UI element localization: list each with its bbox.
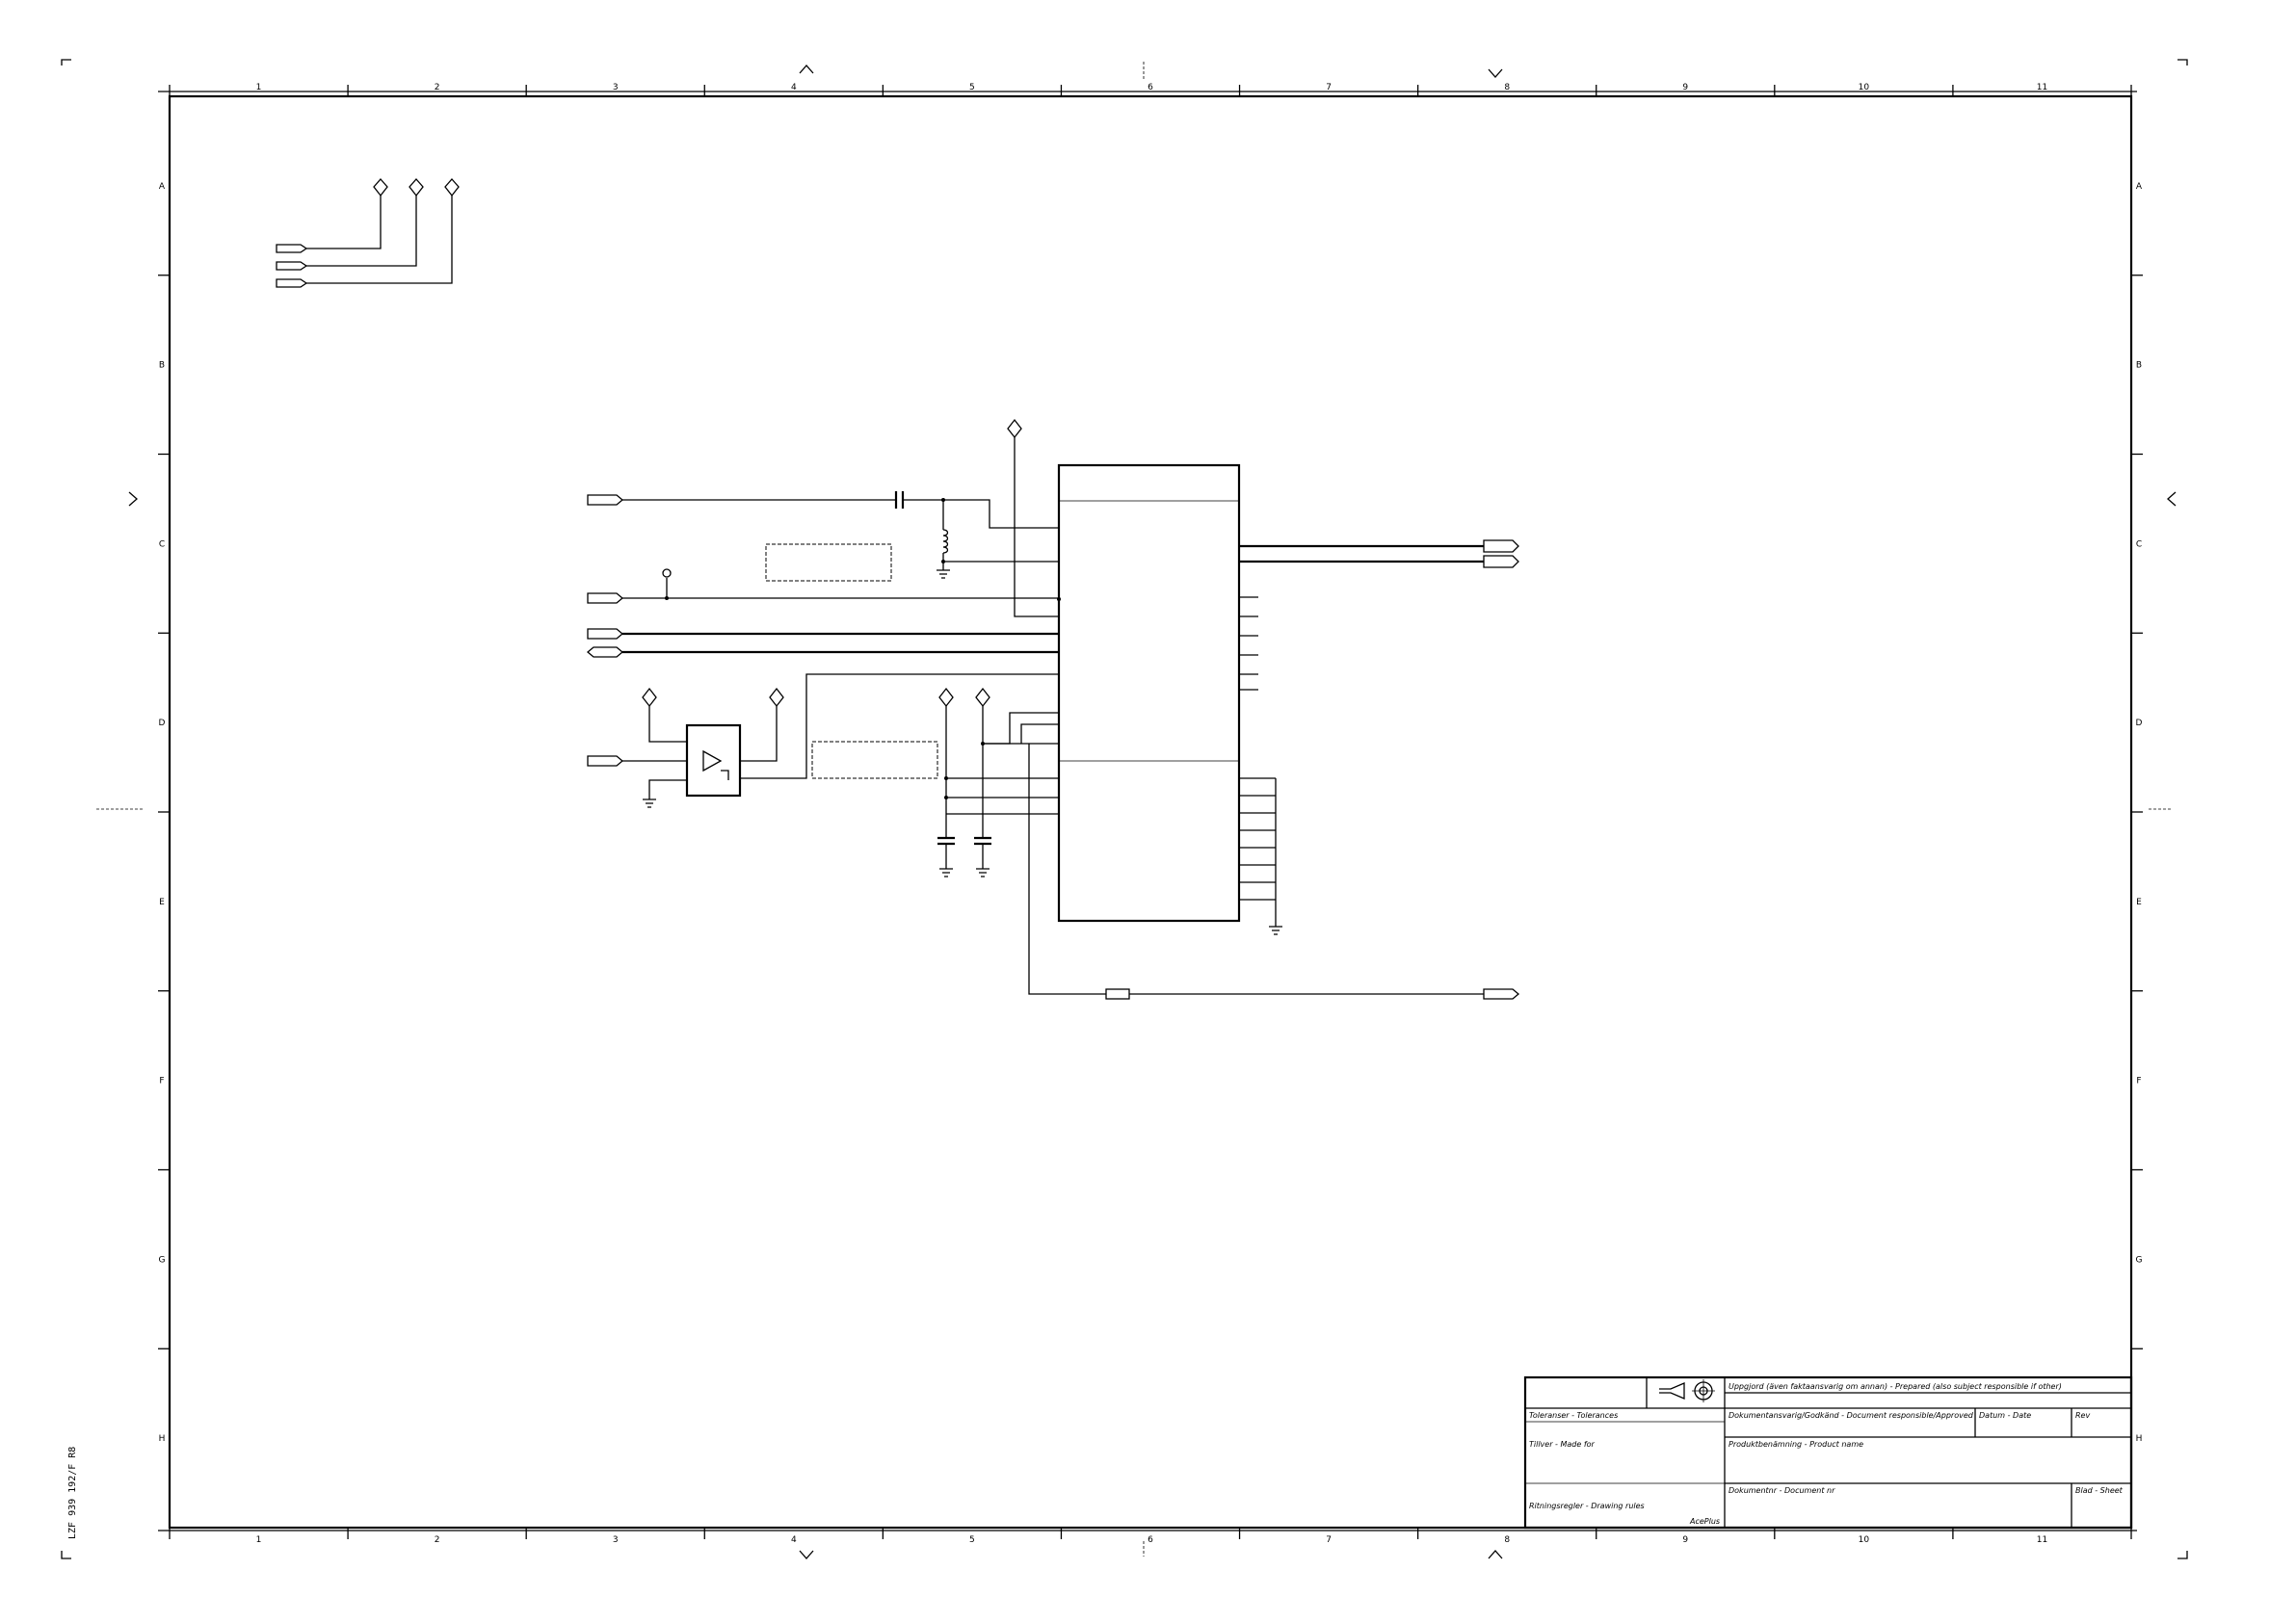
drawing-code-label: LZF 939 192/F R8 bbox=[67, 1447, 78, 1539]
row-label: B bbox=[2136, 361, 2142, 371]
inductor bbox=[942, 529, 949, 554]
port-connector bbox=[276, 244, 308, 253]
tolerances-label: Toleranser - Tolerances bbox=[1529, 1411, 1618, 1420]
buffer-symbol bbox=[702, 749, 729, 780]
date-label: Datum - Date bbox=[1979, 1411, 2031, 1420]
row-label: F bbox=[159, 1077, 164, 1086]
row-label: G bbox=[2136, 1255, 2143, 1265]
port-connector bbox=[587, 628, 624, 640]
ic-pins-right bbox=[1239, 596, 1258, 691]
buffer-ic bbox=[685, 723, 742, 798]
power-diamond bbox=[444, 178, 460, 197]
crop-marks bbox=[61, 59, 2188, 1559]
made-for-label: Tillver - Made for bbox=[1529, 1440, 1596, 1449]
ground-symbol bbox=[1269, 926, 1282, 935]
power-diamond bbox=[975, 687, 990, 708]
doc-responsible-label: Dokumentansvarig/Godkänd - Document resp… bbox=[1729, 1411, 1974, 1420]
ground-symbol bbox=[939, 868, 953, 877]
port-connector bbox=[587, 592, 624, 604]
centering-arrows bbox=[96, 62, 2177, 1559]
port-connector bbox=[276, 278, 308, 288]
column-label: 4 bbox=[791, 1535, 797, 1545]
port-connector bbox=[1483, 555, 1519, 568]
row-label: F bbox=[2136, 1077, 2141, 1086]
ic-main bbox=[1057, 463, 1241, 923]
column-label: 1 bbox=[256, 83, 262, 92]
row-label: G bbox=[159, 1255, 166, 1265]
doc-number-label: Dokumentnr - Document nr bbox=[1729, 1486, 1835, 1495]
port-connector bbox=[1483, 988, 1520, 1000]
capacitor bbox=[974, 836, 991, 846]
capacitor bbox=[894, 491, 905, 509]
column-label: 8 bbox=[1504, 1535, 1510, 1545]
row-label: H bbox=[159, 1434, 166, 1444]
row-label: A bbox=[159, 182, 166, 192]
column-label: 2 bbox=[435, 83, 440, 92]
ground-symbol bbox=[937, 569, 950, 579]
row-label: C bbox=[159, 539, 165, 549]
port-connector bbox=[587, 494, 624, 506]
column-label: 7 bbox=[1326, 1535, 1332, 1545]
column-label: 3 bbox=[613, 1535, 619, 1545]
port-connector bbox=[587, 755, 624, 767]
row-label: E bbox=[2136, 898, 2142, 907]
power-diamond bbox=[938, 687, 954, 708]
column-label: 10 bbox=[1859, 83, 1870, 92]
drawing-rules-label: Ritningsregler - Drawing rules bbox=[1529, 1502, 1645, 1510]
drawing-frame bbox=[158, 91, 2137, 1531]
power-diamond bbox=[409, 178, 424, 197]
rev-label: Rev bbox=[2075, 1411, 2090, 1420]
title-block: Uppgjord (även faktaansvarig om annan) -… bbox=[1523, 1375, 2133, 1530]
column-label: 4 bbox=[791, 83, 797, 92]
prepared-label: Uppgjord (även faktaansvarig om annan) -… bbox=[1729, 1382, 2062, 1391]
capacitor bbox=[937, 836, 955, 846]
column-label: 8 bbox=[1504, 83, 1510, 92]
column-label: 6 bbox=[1148, 1535, 1153, 1545]
ground-symbol bbox=[643, 798, 656, 808]
schematic bbox=[276, 178, 1520, 1000]
port-connector bbox=[586, 646, 624, 658]
row-label: H bbox=[2136, 1434, 2143, 1444]
column-label: 5 bbox=[969, 83, 975, 92]
resistor bbox=[1105, 988, 1130, 1000]
row-label: E bbox=[159, 898, 165, 907]
column-label: 6 bbox=[1148, 83, 1153, 92]
column-label: 1 bbox=[256, 1535, 262, 1545]
side-code: LZF 939 192/F R8 bbox=[67, 1447, 78, 1539]
row-label: B bbox=[159, 361, 165, 371]
column-label: 11 bbox=[2037, 1535, 2047, 1545]
row-label: C bbox=[2136, 539, 2142, 549]
power-diamond bbox=[769, 687, 784, 708]
test-point bbox=[662, 568, 672, 578]
power-diamond bbox=[373, 178, 388, 197]
top-left-connectors bbox=[276, 178, 460, 288]
column-label: 2 bbox=[435, 1535, 440, 1545]
row-label: A bbox=[2136, 182, 2143, 192]
product-name-label: Produktbenämning - Product name bbox=[1729, 1440, 1863, 1449]
ground-symbol bbox=[976, 868, 990, 877]
power-diamond bbox=[642, 687, 657, 708]
placeholder-box bbox=[811, 741, 938, 779]
ground-bus bbox=[1239, 777, 1282, 935]
column-label: 9 bbox=[1682, 1535, 1688, 1545]
port-connector bbox=[1483, 539, 1519, 553]
projection-symbol-icon bbox=[1659, 1379, 1715, 1402]
column-label: 5 bbox=[969, 1535, 975, 1545]
sheet-label: Blad - Sheet bbox=[2075, 1486, 2124, 1495]
column-label: 11 bbox=[2037, 83, 2047, 92]
column-label: 7 bbox=[1326, 83, 1332, 92]
column-label: 9 bbox=[1682, 83, 1688, 92]
row-label: D bbox=[2136, 719, 2143, 728]
placeholder-box bbox=[765, 543, 892, 582]
cad-system-label: AcePlus bbox=[1689, 1517, 1720, 1526]
column-label: 3 bbox=[613, 83, 619, 92]
power-diamond bbox=[1007, 418, 1022, 439]
row-label: D bbox=[159, 719, 166, 728]
column-label: 10 bbox=[1859, 1535, 1870, 1545]
port-connector bbox=[276, 261, 308, 271]
